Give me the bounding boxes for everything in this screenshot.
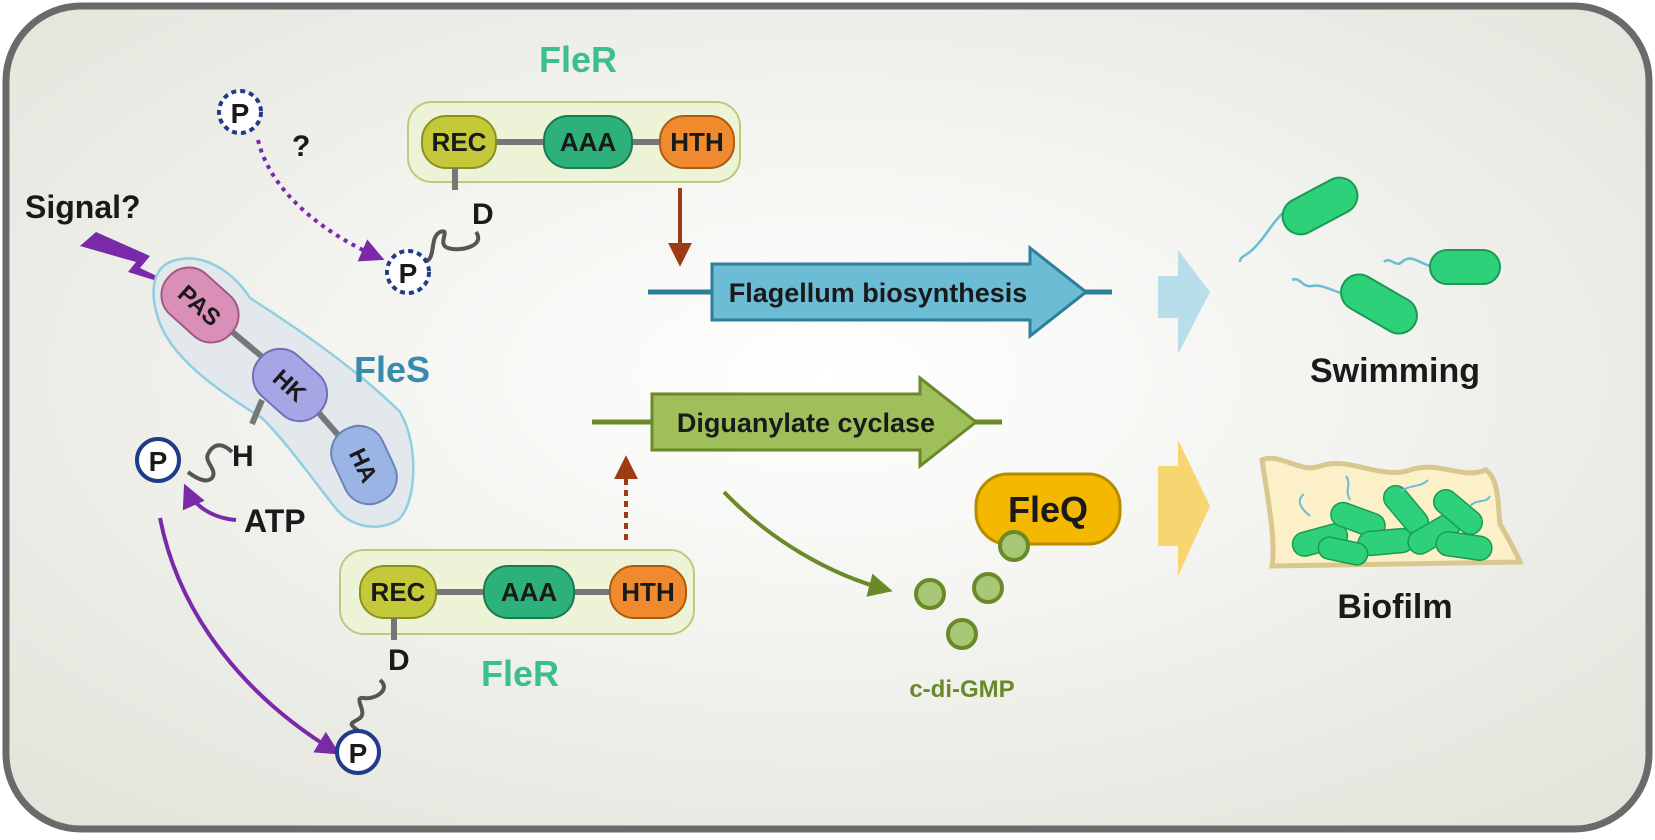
fler-bottom-phosphate-label: P (349, 738, 368, 769)
biofilm-group: Biofilm (1259, 455, 1524, 626)
fler-top-group: FleR REC AAA HTH D P P ? (217, 39, 741, 295)
fles-phosphate-label: P (149, 446, 168, 477)
fles-group: Signal? PAS HK HA FleS H P ATP (25, 189, 430, 539)
fler-top-hth-domain (659, 115, 735, 169)
phosphotransfer-arrow (158, 517, 341, 755)
fleq-label: FleQ (1008, 489, 1088, 530)
fler-bottom-aaa-label: AAA (501, 577, 558, 607)
biofilm-cell-8 (1317, 536, 1369, 566)
swimming-label: Swimming (1310, 352, 1480, 390)
signal-label: Signal? (25, 189, 141, 225)
fleq-protein (974, 472, 1122, 546)
fler-bottom-hth-domain (609, 565, 687, 619)
unknown-phosphate-arrow (256, 139, 385, 262)
flagellum-gene-group: Flagellum biosynthesis (648, 244, 1112, 340)
unknown-phosphate (217, 89, 263, 135)
dgc-product-arrow (722, 490, 893, 597)
dgc-gene-arrow (650, 374, 979, 470)
flagellum-gene-arrow (710, 244, 1089, 340)
fler-top-hth-label: HTH (670, 127, 723, 157)
lightning-bolt-icon (80, 232, 186, 290)
dgc-gene-group: Diguanylate cyclase (592, 374, 1002, 470)
fler-top-rec-label: REC (432, 127, 487, 157)
cdigmp-molecule-3 (946, 618, 978, 650)
unknown-phosphate-label: P (231, 98, 250, 129)
fler-top-residue-d: D (472, 198, 494, 231)
fler-top-phosphate-label: P (399, 258, 418, 289)
fler-top-phosphate (385, 249, 431, 295)
bacterium-1-flagellum (1238, 211, 1285, 263)
biofilm-cell-6 (1432, 488, 1484, 536)
fles-pas-domain (160, 266, 240, 344)
fler-bottom-squiggle (349, 678, 386, 734)
biofilm-label: Biofilm (1337, 588, 1452, 626)
bacterium-3 (1429, 249, 1501, 285)
fles-residue-h: H (232, 440, 254, 473)
fler-bottom-aaa-domain (483, 565, 575, 619)
fler-bottom-rec-label: REC (371, 577, 426, 607)
fler-bottom-title: FleR (481, 653, 559, 694)
dgc-gene-label: Diguanylate cyclase (677, 408, 935, 438)
fler-bottom-residue-d: D (388, 644, 410, 677)
fler-bottom-rec-domain (359, 565, 437, 619)
fler-top-aaa-domain (543, 115, 633, 169)
unknown-source-question: ? (292, 130, 310, 163)
fler-top-rec-domain (421, 115, 497, 169)
swimming-group: Swimming (1238, 176, 1501, 390)
biofilm-cell-7 (1435, 531, 1493, 561)
fles-phosphate (135, 437, 181, 483)
fler-bottom-phosphate (335, 729, 381, 775)
cdigmp-bound-molecule (998, 530, 1030, 562)
fler-bottom-hth-label: HTH (621, 577, 674, 607)
bacterium-3-flagellum (1383, 257, 1431, 268)
fler-top-title: FleR (539, 39, 617, 80)
biofilm-flagella (1298, 475, 1491, 517)
fles-ha-domain (330, 424, 398, 506)
fles-title: FleS (354, 349, 430, 390)
cdigmp-molecule-1 (914, 578, 946, 610)
fles-squiggle (186, 443, 234, 483)
bacterium-2 (1340, 273, 1418, 335)
fler-top-aaa-label: AAA (560, 127, 617, 157)
flagellum-gene-label: Flagellum biosynthesis (729, 278, 1028, 308)
bacterium-1 (1281, 176, 1359, 236)
swimming-outcome-arrow (1158, 250, 1210, 354)
fler-top-squiggle (421, 229, 481, 264)
fler-bottom-group: REC AAA HTH D FleR P (335, 549, 695, 775)
cdigmp-molecule-2 (972, 572, 1004, 604)
fles-stalk (249, 398, 265, 426)
cdigmp-label: c-di-GMP (909, 676, 1014, 703)
cdigmp-group: FleQ c-di-GMP (722, 472, 1122, 703)
fles-hk-domain (251, 347, 329, 423)
atp-label: ATP (244, 503, 306, 539)
bacterium-2-flagellum (1291, 277, 1345, 296)
atp-arrow (182, 483, 237, 522)
biofilm-outcome-arrow (1158, 440, 1210, 576)
